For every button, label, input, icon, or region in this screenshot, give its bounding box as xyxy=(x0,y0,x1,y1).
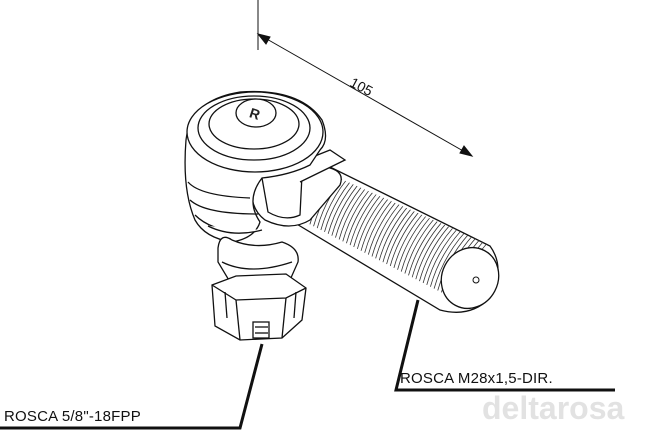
callout-right-thread: ROSCA M28x1,5-DIR. xyxy=(400,370,553,387)
cap xyxy=(186,91,324,173)
dimension-lines xyxy=(256,0,474,157)
castle-nut xyxy=(211,273,307,341)
callout-left-thread: ROSCA 5/8"-18FPP xyxy=(4,408,141,425)
collar xyxy=(251,149,347,227)
cap-mark: R xyxy=(248,104,263,122)
watermark-logo: deltarosa xyxy=(482,390,625,426)
